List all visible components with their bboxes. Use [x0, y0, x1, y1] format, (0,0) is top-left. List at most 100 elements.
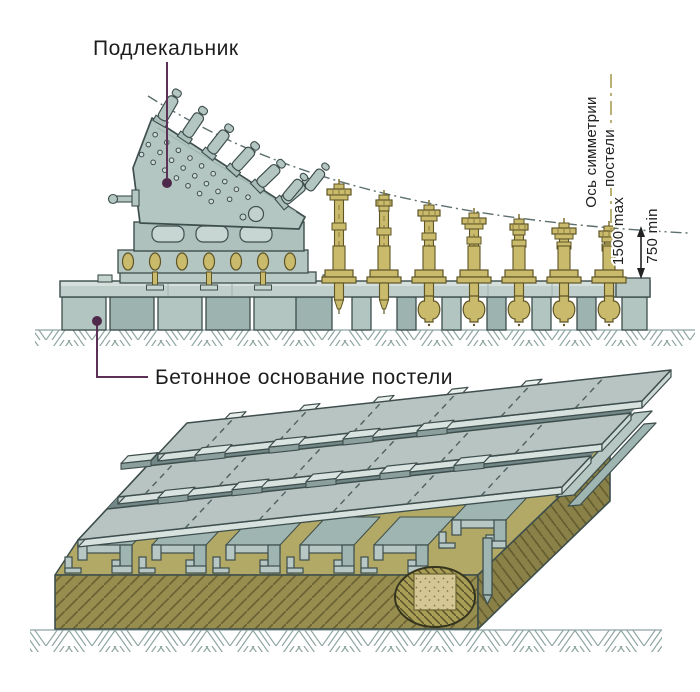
anchor-bell	[417, 295, 441, 323]
screw-nut	[378, 194, 390, 201]
shape	[250, 140, 261, 151]
rivet	[191, 173, 198, 179]
cutaway-hatch	[395, 567, 475, 627]
plate-joint-dashed	[406, 472, 437, 505]
top-lip	[151, 544, 162, 561]
wedge-flange-line	[157, 127, 297, 213]
shape	[207, 129, 230, 155]
lower-sleeve	[512, 245, 526, 272]
top-lip	[225, 544, 236, 561]
clamp-notch	[224, 411, 247, 420]
clamp-notch	[446, 386, 469, 396]
rivet	[187, 155, 193, 161]
ground-hatch-band	[35, 330, 695, 346]
clamp-notch	[520, 378, 543, 388]
concrete-block	[621, 296, 648, 331]
clip-base	[360, 567, 378, 574]
pivot-hub	[247, 205, 265, 223]
rivet	[210, 170, 216, 177]
anchor-taper	[379, 299, 389, 310]
lower-sleeve	[377, 245, 391, 272]
shape	[256, 163, 281, 188]
brass-rivet	[229, 252, 243, 271]
rivet	[180, 165, 186, 171]
screw-nut	[423, 204, 435, 211]
rivet	[196, 190, 203, 197]
concrete-block	[351, 296, 372, 331]
support-pad	[231, 478, 270, 497]
plate-joint-dashed	[278, 409, 309, 442]
crank-knob	[107, 193, 119, 205]
rivet	[150, 159, 156, 166]
adjustable-pad	[282, 172, 309, 202]
clip-base	[64, 567, 82, 574]
bottom-lip	[407, 559, 417, 567]
dimension-max-label: 1500 max	[610, 197, 627, 265]
concrete-block	[253, 296, 299, 331]
cutaway-outline	[394, 566, 476, 628]
anchor-tip	[472, 323, 476, 327]
cap-base	[554, 233, 574, 240]
shape	[224, 123, 235, 134]
clip-base	[286, 567, 304, 574]
rivet	[203, 180, 210, 187]
support-pad	[379, 462, 418, 481]
pad-top	[416, 419, 455, 432]
pad-top	[120, 452, 159, 464]
adjustable-pad	[152, 88, 182, 129]
top-lip	[451, 519, 462, 536]
plate-joint-dashed	[218, 454, 249, 487]
cap-base	[464, 223, 484, 230]
concrete-block	[441, 296, 462, 331]
rivet	[208, 198, 215, 205]
pad-top	[453, 454, 492, 467]
support-pad	[453, 454, 492, 473]
rivet	[152, 131, 158, 138]
support-pad	[342, 427, 381, 446]
pad-top	[268, 435, 307, 448]
screw-jack-supports	[321, 179, 627, 327]
screw-support	[366, 190, 402, 314]
concrete-block	[157, 296, 203, 331]
cap-base	[512, 229, 526, 236]
leader-dot-template-holder	[162, 178, 172, 188]
screw-support	[411, 200, 447, 327]
pad-top	[305, 470, 344, 483]
support-pad	[268, 435, 307, 454]
screw-nut	[558, 222, 570, 229]
base-plate	[501, 276, 537, 284]
rivet	[138, 151, 145, 158]
concrete-block	[109, 296, 155, 331]
lower-sleeve	[422, 245, 436, 272]
rivet	[168, 157, 175, 164]
axis-label-line2: постели	[601, 129, 618, 187]
plate-joint-dashed	[352, 401, 383, 434]
rivet	[233, 186, 240, 193]
screw-support	[546, 218, 582, 327]
pad-top	[231, 478, 270, 491]
base-plate	[546, 276, 582, 284]
anchor-bolt-tip	[482, 594, 493, 605]
anchor-tip	[562, 323, 566, 327]
shaft-collar	[466, 236, 482, 245]
clamp-notch	[372, 394, 395, 404]
anchor-bell	[552, 295, 576, 323]
beam-clamp-tab	[97, 274, 113, 283]
base-slot	[151, 225, 185, 243]
clamp-plate	[200, 284, 218, 291]
axis-label-line1: Ось симметрии	[583, 96, 600, 207]
shape	[299, 172, 309, 182]
cap-base	[329, 194, 349, 201]
rivet	[157, 149, 163, 156]
plate-joint-dashed	[144, 462, 175, 495]
anchor-taper	[334, 299, 344, 310]
support-pad	[416, 419, 455, 438]
lower-sleeve	[332, 245, 346, 272]
bottom-flange	[333, 565, 355, 574]
concrete-block	[576, 296, 597, 331]
isometric-view	[30, 369, 672, 652]
anchor-bell	[507, 295, 531, 323]
adjustable-pad	[200, 123, 235, 162]
anchor-tip	[607, 323, 611, 327]
shape	[276, 158, 286, 169]
